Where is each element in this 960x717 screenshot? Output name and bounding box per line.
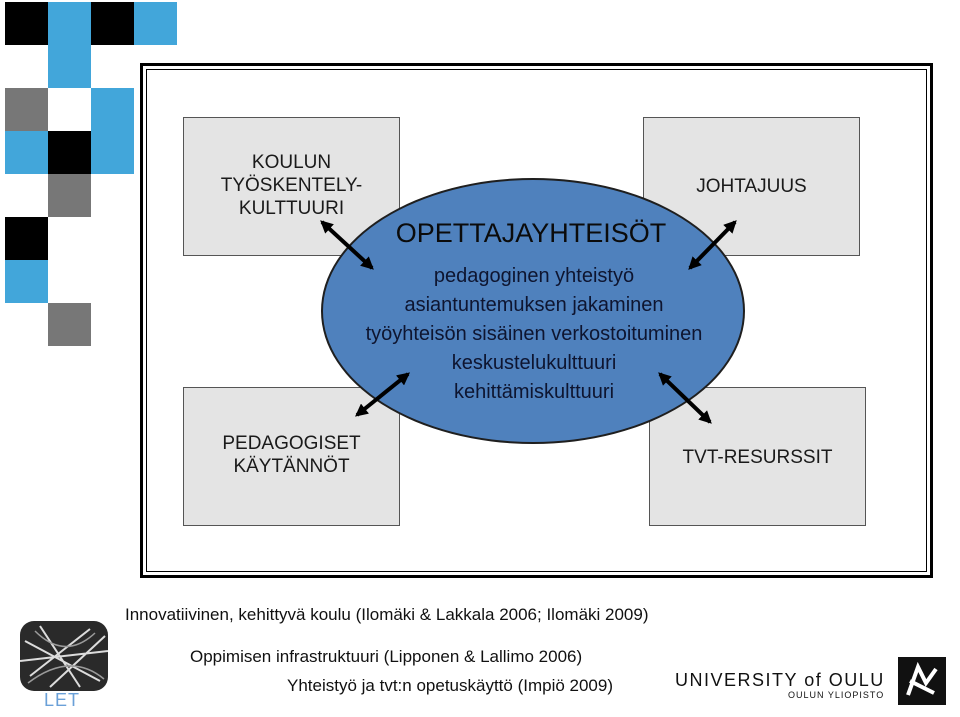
ellipse-item: keskustelukulttuuri	[451, 352, 617, 374]
university-crest-icon	[898, 657, 946, 705]
arrow-top-left	[320, 220, 374, 270]
reference-line: Innovatiivinen, kehittyvä koulu (Ilomäki…	[125, 605, 649, 624]
ellipse-item: työyhteisön sisäinen verkostoituminen	[365, 323, 703, 345]
pattern-square	[5, 88, 48, 131]
ellipse-item: pedagoginen yhteistyö	[433, 265, 635, 287]
arrow-bottom-left	[355, 372, 410, 417]
box-label: JOHTAJUUS	[696, 176, 807, 197]
arrow-top-right	[688, 220, 737, 270]
ellipse-items: pedagoginen yhteistyö asiantuntemuksen j…	[321, 262, 747, 407]
box-label-line: TYÖSKENTELY-	[220, 175, 363, 196]
pattern-square	[48, 2, 91, 45]
box-label-line: KOULUN	[251, 152, 332, 173]
pattern-square	[91, 88, 134, 131]
pattern-square	[48, 174, 91, 217]
ellipse-title: OPETTAJAYHTEISÖT	[395, 218, 667, 248]
pattern-square	[48, 131, 91, 174]
reference-line: Yhteistyö ja tvt:n opetuskäyttö (Impiö 2…	[287, 676, 614, 695]
pattern-square	[91, 2, 134, 45]
ellipse-item: asiantuntemuksen jakaminen	[404, 294, 664, 316]
pattern-square	[134, 2, 177, 45]
let-logo-image	[20, 621, 108, 691]
pattern-square	[5, 260, 48, 303]
pattern-square	[91, 131, 134, 174]
pattern-square	[48, 45, 91, 88]
box-label: TVT-RESURSSIT	[682, 447, 833, 468]
pattern-square	[48, 303, 91, 346]
reference-line: Oppimisen infrastruktuuri (Lipponen & La…	[190, 647, 583, 666]
box-label-line: KULTTUURI	[238, 198, 345, 219]
university-logo-subtext: OULUN YLIOPISTO	[788, 690, 885, 700]
pattern-square	[5, 217, 48, 260]
let-logo-text: LET	[44, 690, 81, 710]
box-label-line: KÄYTÄNNÖT	[233, 456, 350, 477]
arrow-bottom-right	[658, 372, 712, 424]
university-logo-text: UNIVERSITY of OULU	[675, 670, 885, 690]
pattern-square	[5, 131, 48, 174]
box-label-line: PEDAGOGISET	[222, 433, 361, 454]
ellipse-item: kehittämiskulttuuri	[453, 381, 615, 403]
network-graphic-icon	[20, 625, 108, 688]
pattern-square	[5, 2, 48, 45]
